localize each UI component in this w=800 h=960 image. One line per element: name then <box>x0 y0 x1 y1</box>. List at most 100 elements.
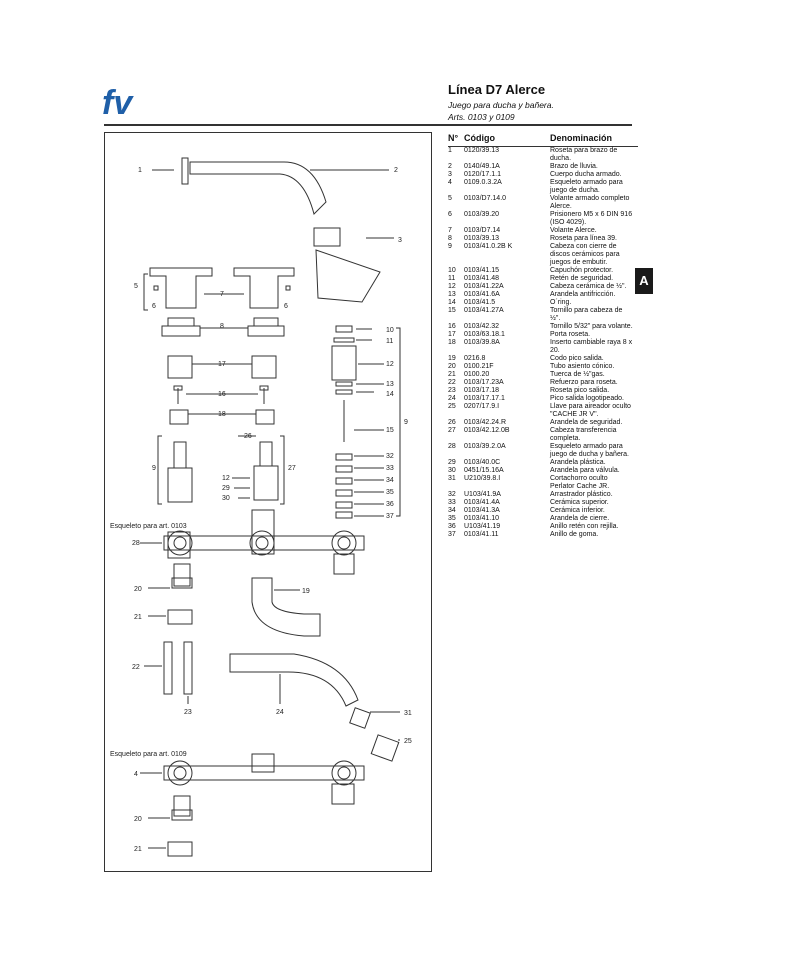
part-9-cartridge-left <box>167 467 193 503</box>
callout-18: 18 <box>218 411 226 418</box>
callout-13: 13 <box>386 381 394 388</box>
row-number: 1 <box>448 147 452 154</box>
row-code: 0103/41.22A <box>464 283 504 290</box>
row-code: 0103/41.6A <box>464 291 500 298</box>
row-description: Arandela para válvula. <box>550 467 620 474</box>
callout-25: 25 <box>404 738 412 745</box>
exploded-diagram: 1 2 3 5 6 7 6 8 10 11 12 13 14 17 16 18 … <box>104 132 432 872</box>
row-description: Prisionero M5 x 6 DIN 916 (ISO 4029). <box>550 211 633 226</box>
row-number: 36 <box>448 523 456 530</box>
row-description: Inserto cambiable raya 8 x 20. <box>550 339 633 354</box>
row-description: Retén de seguridad. <box>550 275 614 282</box>
row-description: Arrastrador plástico. <box>550 491 613 498</box>
row-number: 7 <box>448 227 452 234</box>
callout-24: 24 <box>276 709 284 716</box>
callout-1: 1 <box>138 167 142 174</box>
part-8-rosette-left <box>161 325 201 337</box>
row-number: 17 <box>448 331 456 338</box>
row-number: 34 <box>448 507 456 514</box>
part-1-rosette <box>181 157 189 185</box>
row-number: 13 <box>448 291 456 298</box>
row-code: 0120/39.13 <box>464 147 500 154</box>
part-7-handle-left <box>149 267 213 309</box>
callout-28: 28 <box>132 540 140 547</box>
part-6-setscrew-right <box>285 285 291 291</box>
table-row: 12 0103/41.22A Cabeza cerámica de ½". <box>448 283 638 291</box>
row-code: 0100.21F <box>464 363 494 370</box>
callout-6a: 6 <box>152 303 156 310</box>
row-description: Arandela plástica. <box>550 459 606 466</box>
row-description: Cortachorro oculto Perlator Cache JR. <box>550 475 610 490</box>
row-code: 0103/42.32 <box>464 323 500 330</box>
part-3-connector <box>313 227 341 247</box>
row-description: Cabeza cerámica de ½". <box>550 283 627 290</box>
callout-15: 15 <box>386 427 394 434</box>
part-13-washer <box>335 381 353 387</box>
callout-36: 36 <box>386 501 394 508</box>
part-24-spout <box>229 653 359 707</box>
part-32 <box>335 453 353 461</box>
callout-9-left: 9 <box>152 465 156 472</box>
part-18-right <box>255 409 275 425</box>
row-description: Anillo de goma. <box>550 531 599 538</box>
row-code: 0103/39.13 <box>464 235 500 242</box>
row-number: 10 <box>448 267 456 274</box>
part-17-right <box>251 355 277 379</box>
row-description: Cerámica inferior. <box>550 507 605 514</box>
row-description: Cuerpo ducha armado. <box>550 171 622 178</box>
row-description: Anillo retén con rejilla. <box>550 523 619 530</box>
row-description: Refuerzo para roseta. <box>550 379 618 386</box>
part-34 <box>335 477 353 485</box>
row-code: U103/41.19 <box>464 523 501 530</box>
part-23-rosette <box>183 641 193 695</box>
row-description: Pico salida logotipeado. <box>550 395 624 402</box>
callout-6b: 6 <box>284 303 288 310</box>
part-21-nut <box>167 609 193 625</box>
callout-30: 30 <box>222 495 230 502</box>
callout-20: 20 <box>134 586 142 593</box>
part-2-shower-arm <box>189 161 327 215</box>
part-3-shower-head <box>315 249 381 303</box>
row-code: 0109.0.3.2A <box>464 179 502 186</box>
callout-3: 3 <box>398 237 402 244</box>
part-18-left <box>169 409 189 425</box>
table-row: 30 0451/15.16A Arandela para válvula. <box>448 467 638 475</box>
header-code: Código <box>464 133 495 143</box>
row-number: 21 <box>448 371 456 378</box>
row-code: 0451/15.16A <box>464 467 504 474</box>
row-code: 0103/41.5 <box>464 299 496 306</box>
row-number: 12 <box>448 283 456 290</box>
callout-17: 17 <box>218 361 226 368</box>
row-description: Volante Alerce. <box>550 227 597 234</box>
row-code: 0103/D7.14.0 <box>464 195 507 202</box>
row-number: 37 <box>448 531 456 538</box>
row-code: 0103/17.18 <box>464 387 500 394</box>
part-17-left <box>167 355 193 379</box>
row-code: 0103/39.8A <box>464 339 500 346</box>
row-description: Brazo de lluvia. <box>550 163 598 170</box>
part-33 <box>335 465 353 473</box>
row-code: 0216.8 <box>464 355 486 362</box>
row-number: 19 <box>448 355 456 362</box>
row-number: 30 <box>448 467 456 474</box>
callout-12b: 12 <box>222 475 230 482</box>
row-description: Roseta pico salida. <box>550 387 610 394</box>
